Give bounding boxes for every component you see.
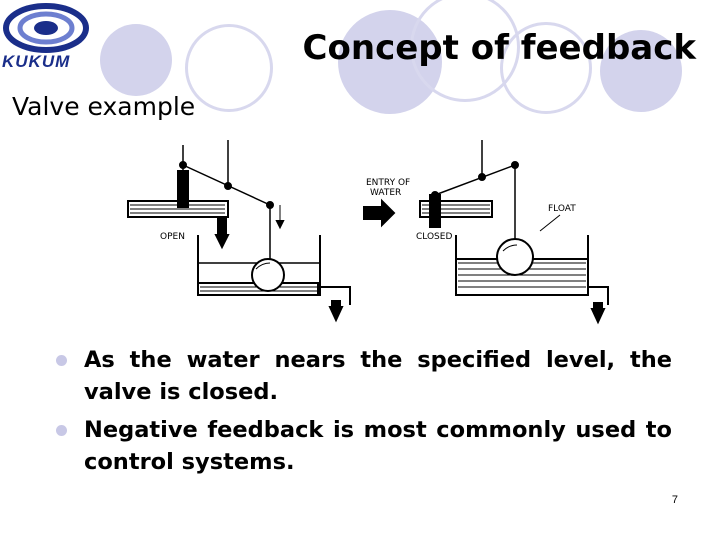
bullet-text: Negative feedback is most commonly used … xyxy=(84,417,672,475)
bullet-list: As the water nears the specified level, … xyxy=(56,344,672,484)
decor-circle xyxy=(100,24,172,96)
logo-emblem-icon xyxy=(3,3,89,53)
decor-ring xyxy=(185,24,273,112)
bullet-dot-icon xyxy=(56,355,67,366)
page-number: 7 xyxy=(671,494,678,506)
label-float: FLOAT xyxy=(548,204,576,214)
decor-ring xyxy=(500,22,592,114)
bullet-dot-icon xyxy=(56,425,67,436)
logo: KUKUM xyxy=(0,0,100,78)
slide-subtitle: Valve example xyxy=(12,92,196,121)
label-entry-line1: ENTRY OF xyxy=(366,178,410,188)
valve-diagram: OPEN xyxy=(127,140,609,325)
slide-title: Concept of feedback xyxy=(302,28,696,68)
label-open: OPEN xyxy=(160,232,185,242)
label-entry-line2: WATER xyxy=(370,188,401,198)
bullet-item: As the water nears the specified level, … xyxy=(56,344,672,408)
logo-text: KUKUM xyxy=(2,52,71,71)
decor-circle xyxy=(600,30,682,112)
label-closed: CLOSED xyxy=(416,232,452,242)
closed-valve-illustration xyxy=(363,140,609,325)
bullet-text: As the water nears the specified level, … xyxy=(84,347,672,405)
open-valve-illustration xyxy=(127,140,351,323)
bullet-item: Negative feedback is most commonly used … xyxy=(56,414,672,478)
